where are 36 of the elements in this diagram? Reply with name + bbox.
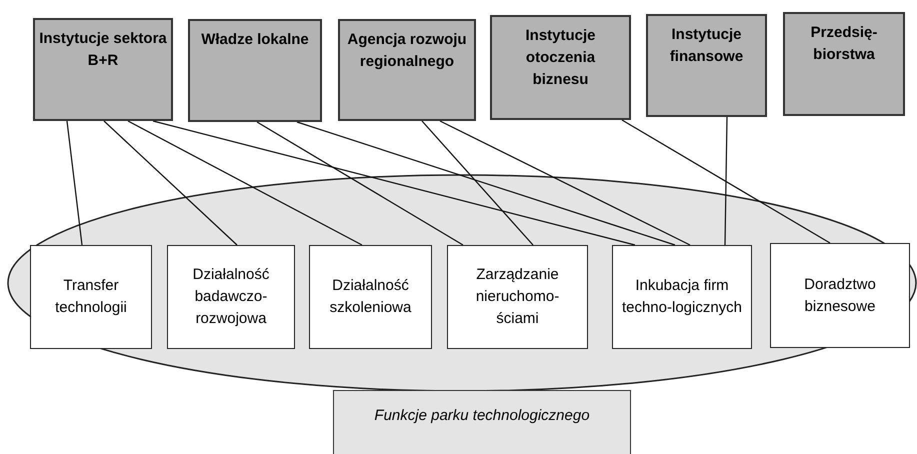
caption-box	[333, 390, 631, 454]
connector-line	[128, 120, 362, 246]
caption-label: Funkcje parku technologicznego	[374, 406, 590, 426]
connector-line	[422, 120, 534, 246]
connector-line	[104, 120, 238, 246]
connector-line	[724, 116, 728, 246]
function-box	[309, 245, 432, 349]
function-label: Transfer technologii	[54, 276, 128, 318]
actor-box	[33, 18, 173, 121]
actor-label: Agencja rozwoju regionalnego	[346, 30, 468, 72]
function-box	[167, 245, 295, 349]
connector-line	[622, 119, 830, 244]
function-box	[770, 243, 910, 348]
actor-box	[338, 19, 476, 121]
function-label: Zarządzanie nieruchomo-ściami	[474, 265, 560, 329]
function-box	[30, 245, 152, 349]
connector-line	[66, 120, 83, 246]
actor-label: Władze lokalne	[201, 30, 309, 50]
actor-box	[490, 15, 631, 120]
function-box	[447, 245, 588, 349]
connector-line	[152, 120, 636, 246]
actor-box	[188, 19, 322, 122]
actor-label: Instytucje otoczenia biznesu	[524, 26, 597, 90]
actor-label: Instytucje sektora B+R	[39, 29, 167, 71]
connector-line	[440, 120, 690, 246]
connector-line	[256, 121, 464, 246]
actor-box	[646, 14, 767, 117]
connector-line	[296, 121, 676, 246]
function-label: Działalność szkoleniowa	[328, 276, 412, 318]
actor-label: Przedsię-biorstwa	[810, 23, 878, 65]
function-label: Inkubacja firm techno-logicznych	[621, 276, 743, 318]
function-label: Doradztwo biznesowe	[803, 274, 877, 316]
function-label: Działalność badawczo-rozwojowa	[192, 265, 270, 329]
actor-box	[783, 12, 905, 116]
function-box	[612, 245, 752, 349]
actor-label: Instytucje finansowe	[668, 25, 744, 67]
